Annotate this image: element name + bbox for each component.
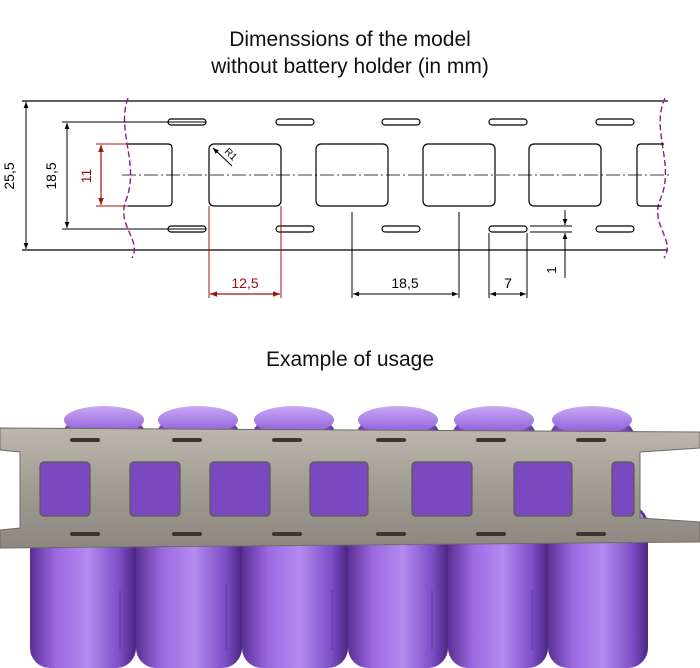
battery-cell — [30, 505, 136, 668]
break-lines — [123, 97, 668, 259]
right-break-line — [657, 97, 668, 259]
dimension-label-inner-height: 18,5 — [43, 162, 59, 189]
dimension-pitch: 18,5 — [351, 212, 460, 298]
slot — [275, 118, 315, 126]
cell-print-marks — [119, 585, 533, 650]
cell-cutout-partial-right — [636, 143, 664, 207]
battery-cell — [248, 410, 340, 520]
cell-cutout-3 — [422, 143, 496, 207]
dimension-inner-height: 18,5 — [43, 121, 206, 230]
dimension-label-corner-radius: R1 — [222, 146, 239, 163]
battery-cell — [348, 505, 448, 668]
cell-cutout-4 — [528, 143, 602, 207]
battery-cell — [242, 505, 348, 668]
slot — [275, 225, 315, 233]
drawing-title-line-2: without battery holder (in mm) — [211, 55, 489, 78]
dimension-label-cell-width: 12,5 — [231, 275, 258, 291]
slot — [488, 118, 528, 126]
battery-cell — [152, 410, 244, 520]
strip-slot — [376, 532, 406, 536]
battery-cell — [448, 410, 540, 520]
dimension-cell-width: 12,5 — [208, 206, 282, 298]
strip-slot — [272, 438, 302, 442]
strip-slot — [70, 532, 100, 536]
battery-cell — [58, 410, 150, 520]
strip-window — [129, 461, 181, 517]
cell-cutouts — [128, 143, 664, 207]
drawing-title-line-1: Dimenssions of the model — [229, 28, 471, 51]
dimension-label-slot-length: 7 — [504, 275, 512, 291]
dimension-label-pitch: 18,5 — [391, 275, 418, 291]
dimension-cell-height: 11 — [78, 143, 128, 207]
strip-outline — [22, 100, 668, 251]
battery-cell — [352, 410, 444, 520]
nickel-strip — [0, 427, 700, 549]
dimension-label-slot-width: 1 — [544, 266, 559, 273]
strip-slot — [272, 532, 302, 536]
strip-window — [513, 461, 573, 517]
strip-window — [411, 461, 473, 517]
front-row-cells — [30, 502, 648, 668]
cell-cutout-2 — [315, 143, 389, 207]
dimension-overall-height: 25,5 — [1, 102, 29, 249]
photo-caption: Example of usage — [265, 348, 435, 371]
slots-top — [167, 118, 635, 126]
strip-slot — [576, 532, 606, 536]
strip-slot — [172, 532, 202, 536]
dimension-label-cell-height: 11 — [78, 169, 94, 184]
dimension-slot-length: 7 — [488, 233, 528, 298]
slots-bottom — [167, 225, 635, 233]
strip-window — [209, 461, 271, 517]
dimension-label-overall-height: 25,5 — [1, 162, 17, 189]
left-break-line — [123, 97, 135, 259]
slot — [488, 225, 528, 233]
cell-cutout-1 — [208, 143, 282, 207]
battery-cell — [546, 410, 638, 520]
strip-slot — [576, 438, 606, 442]
slot — [595, 225, 635, 233]
battery-cell — [548, 505, 648, 668]
strip-slot — [376, 438, 406, 442]
back-row-cells — [58, 406, 638, 520]
dimension-corner-radius: R1 — [212, 146, 239, 167]
strip-slot — [172, 438, 202, 442]
cell-cutout-partial-left — [128, 143, 173, 207]
strip-slot — [70, 438, 100, 442]
strip-slot — [476, 532, 506, 536]
battery-cell — [136, 505, 242, 668]
battery-cell — [448, 505, 548, 668]
slot — [595, 118, 635, 126]
technical-drawing: 25,5 18,5 11 R1 12,5 18,5 7 — [1, 97, 670, 298]
strip-window — [39, 461, 91, 517]
strip-window — [611, 461, 635, 517]
dimension-slot-width: 1 — [530, 210, 572, 278]
slot — [381, 225, 421, 233]
strip-slot — [476, 438, 506, 442]
strip-window — [309, 461, 369, 517]
slot — [381, 118, 421, 126]
